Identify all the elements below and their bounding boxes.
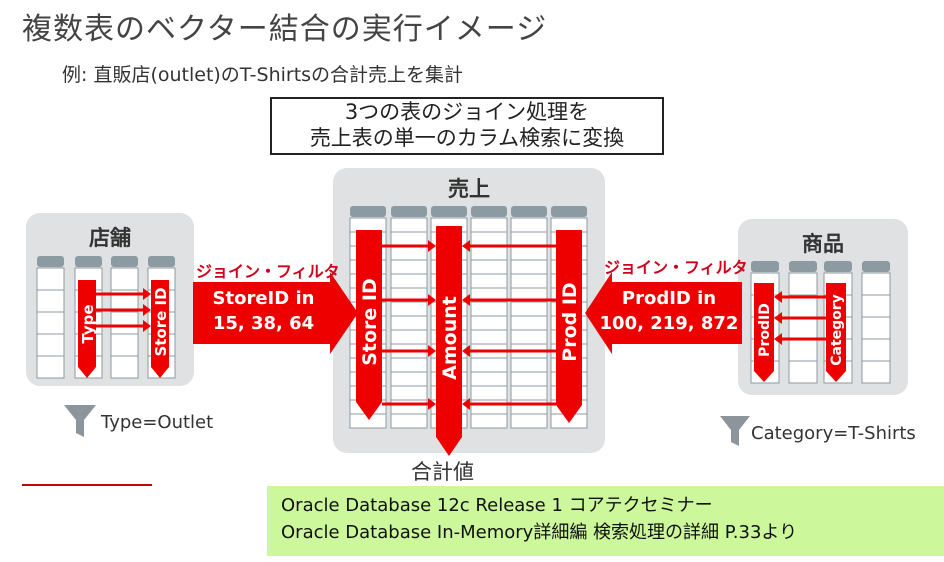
product-id-column-bar bbox=[754, 283, 774, 382]
left-filter-line-1: StoreID in bbox=[212, 288, 315, 309]
source-note-line-2: Oracle Database In-Memory詳細編 検索処理の詳細 P.3… bbox=[281, 522, 798, 543]
funnel-icon bbox=[720, 416, 750, 446]
right-join-filter-arrow bbox=[585, 272, 742, 354]
product-filter-condition: Category=T-Shirts bbox=[751, 423, 916, 444]
store-type-column-bar bbox=[78, 280, 96, 378]
sales-store-id-label: Store ID bbox=[359, 278, 381, 366]
sales-table-title: 売上 bbox=[448, 177, 490, 201]
left-join-filter-text: StoreID in 15, 38, 64 bbox=[196, 286, 331, 336]
sum-result-label: 合計値 bbox=[411, 460, 474, 484]
sales-prod-id-label: Prod ID bbox=[559, 282, 581, 361]
right-filter-line-2: 100, 219, 872 bbox=[599, 313, 739, 334]
product-row-arrows bbox=[774, 291, 826, 345]
source-note-line-1: Oracle Database 12c Release 1 コアテクセミナー bbox=[281, 495, 713, 516]
product-id-label: ProdID bbox=[757, 303, 773, 357]
store-table-column bbox=[36, 256, 65, 379]
left-filter-line-2: 15, 38, 64 bbox=[212, 313, 315, 334]
page-subtitle: 例: 直販店(outlet)のT-Shirtsの合計売上を集計 bbox=[62, 64, 464, 86]
store-id-column-bar bbox=[151, 280, 169, 378]
store-filter-condition: Type=Outlet bbox=[101, 412, 214, 433]
callout-line-2: 売上表の単一のカラム検索に変換 bbox=[309, 126, 625, 150]
left-join-filter-arrow bbox=[193, 272, 358, 354]
sales-store-id-column-bar bbox=[356, 230, 382, 420]
store-row-arrows bbox=[96, 288, 151, 332]
callout-box: 3つの表のジョイン処理を 売上表の単一のカラム検索に変換 bbox=[270, 97, 664, 155]
funnel-icon bbox=[64, 405, 96, 437]
right-join-filter-label: ジョイン・フィルタ bbox=[604, 258, 748, 277]
sales-table-column bbox=[470, 206, 508, 429]
product-category-label: Category bbox=[829, 294, 845, 366]
sales-table-column bbox=[510, 206, 548, 429]
left-join-filter-label: ジョイン・フィルタ bbox=[196, 262, 340, 281]
callout-line-1: 3つの表のジョイン処理を bbox=[344, 100, 590, 124]
product-table-title: 商品 bbox=[802, 232, 844, 256]
store-id-label: Store ID bbox=[152, 287, 170, 356]
sales-prod-id-column-bar bbox=[556, 230, 582, 423]
sales-amount-label: Amount bbox=[439, 296, 461, 380]
source-note: Oracle Database 12c Release 1 コアテクセミナー O… bbox=[267, 486, 944, 556]
product-category-column-bar bbox=[826, 283, 846, 382]
sales-table-column bbox=[390, 206, 428, 429]
sales-row-arrows bbox=[382, 240, 556, 410]
store-table-column bbox=[110, 256, 139, 379]
page-title: 複数表のベクター結合の実行イメージ bbox=[22, 12, 548, 47]
product-table-column bbox=[788, 261, 818, 384]
product-table-column bbox=[861, 261, 891, 384]
right-filter-line-1: ProdID in bbox=[621, 288, 717, 309]
divider-line bbox=[22, 484, 152, 486]
sales-amount-column-bar bbox=[436, 226, 462, 456]
store-table-title: 店舗 bbox=[89, 226, 131, 250]
store-type-label: Type bbox=[79, 304, 97, 343]
right-join-filter-text: ProdID in 100, 219, 872 bbox=[596, 286, 742, 336]
